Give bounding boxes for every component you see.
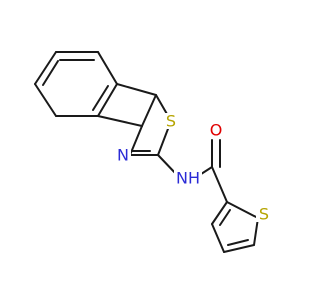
atom-label: S [259,205,269,224]
atom-label: NH [176,169,200,188]
bond [211,166,228,203]
sulfur-atom-thiazole: S [163,112,179,131]
bond [211,223,225,253]
bond [97,83,118,117]
sulfur-atom-thiophene: S [256,205,272,224]
nh-group: NH [174,168,202,188]
bond [211,201,228,225]
atom-label: S [166,112,176,131]
atom-label: O [210,121,223,140]
bond [141,94,157,127]
bond [226,201,259,219]
bond [34,51,57,85]
bond [227,239,249,246]
bond [219,209,231,226]
molecule-structure: S N NH O S [34,51,272,253]
bond [116,83,157,96]
bond [42,60,59,86]
bond [97,115,143,127]
bond [34,83,57,117]
bond [97,51,118,85]
bond [223,244,255,253]
bonds [34,51,259,253]
atom-label: N [117,146,129,165]
oxygen-atom: O [208,121,224,140]
atom-labels: S N NH O S [115,112,272,224]
nitrogen-atom-thiazole: N [115,146,131,165]
bond [253,217,259,246]
bond [92,85,109,111]
